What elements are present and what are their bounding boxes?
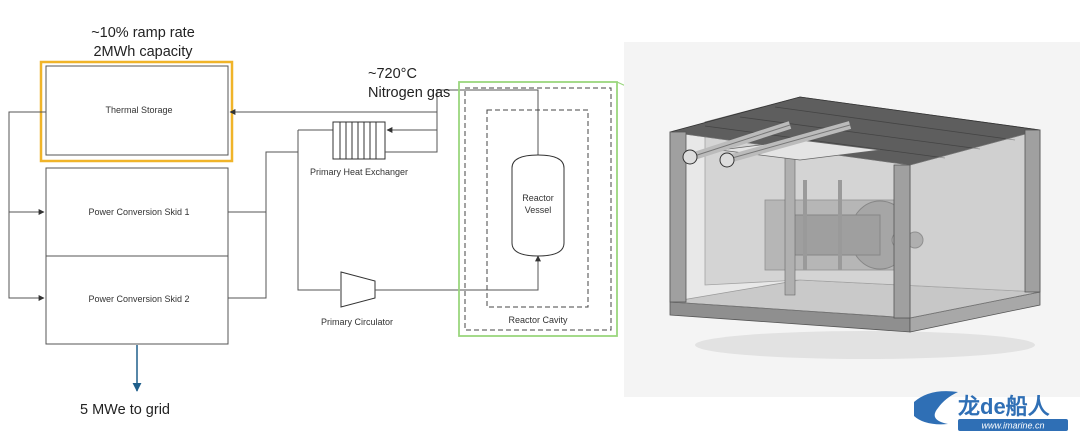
reactor-cavity-inner-dashed [486,109,589,308]
capacity-annotation: 2MWh capacity [93,44,193,60]
gas-annotation: Nitrogen gas [368,85,450,101]
watermark-brand: 龙de船人 [958,394,1050,419]
circulator-to-reactor-line [375,255,541,291]
skid-outlet-bus [228,151,298,299]
primary-heat-exchanger-symbol [332,121,386,160]
reactor-3d-illustration [624,42,1080,397]
reactor-cavity-highlight [458,81,618,337]
watermark-url-bar [958,419,1068,431]
reactor-cavity-label: Reactor Cavity [508,315,568,325]
power-skid-2-label: Power Conversion Skid 2 [88,294,189,304]
thermal-storage-box [45,65,229,156]
ramp-rate-annotation: ~10% ramp rate [91,25,195,41]
power-skid-1-label: Power Conversion Skid 1 [88,207,189,217]
temperature-annotation: ~720°C [368,66,417,82]
primary-heat-exchanger-label: Primary Heat Exchanger [310,167,408,177]
grid-output-label: 5 MWe to grid [80,402,170,418]
hot-gas-line [386,89,539,155]
thermal-storage-label: Thermal Storage [105,105,172,115]
primary-circulator-label: Primary Circulator [321,317,393,327]
reactor-vessel-symbol [511,154,565,257]
left-return-line [8,111,46,301]
reactor-cavity-outer-dashed [464,87,612,331]
power-conversion-skid-2 [45,255,229,345]
bus-to-circulator [297,130,340,291]
wave-logo-icon [914,391,958,425]
watermark-logo: 龙de船人 www.imarine.cn [914,391,1068,431]
power-conversion-skid-1 [45,167,229,257]
primary-circulator-symbol [340,271,376,308]
hx-outlet-line [385,112,438,153]
reactor-vessel-label-line2: Vessel [525,205,552,215]
watermark-url: www.imarine.cn [981,421,1044,431]
reactor-vessel-label-line1: Reactor [522,193,554,203]
